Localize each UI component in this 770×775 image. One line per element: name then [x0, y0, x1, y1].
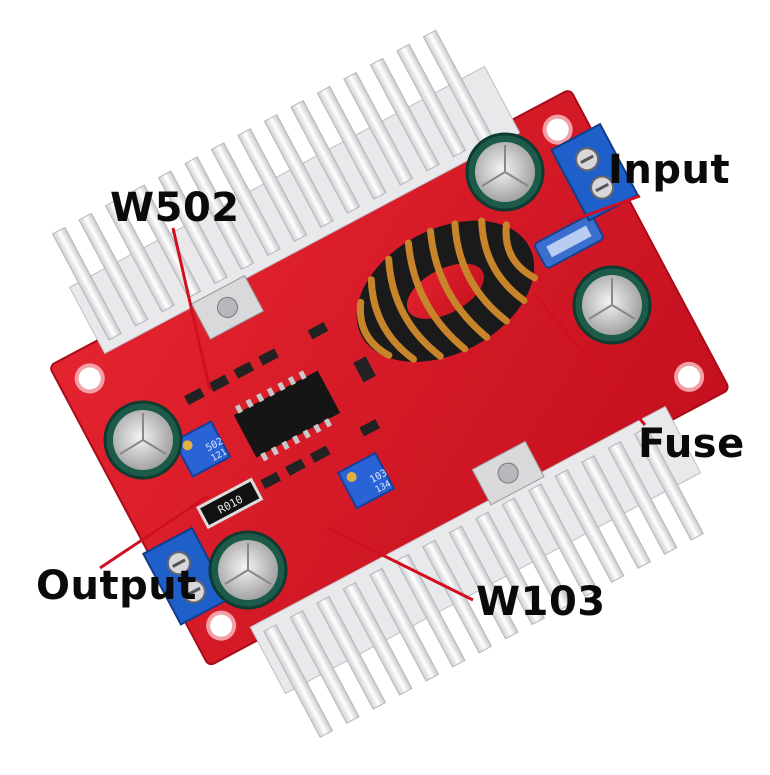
input-leader — [567, 194, 641, 224]
output-leader — [99, 494, 209, 570]
w502-leader — [171, 227, 212, 391]
input-terminal — [550, 122, 639, 222]
bottom-heatsink — [249, 405, 705, 738]
capacitor-output-left — [103, 400, 183, 480]
capacitor-input-bottom — [572, 265, 652, 345]
callout-lines — [99, 194, 647, 602]
callout-w502: W502 — [110, 185, 240, 231]
sense-resistor: R010 — [196, 477, 264, 530]
capacitor-output-bottom — [208, 530, 288, 610]
callout-output: Output — [36, 563, 197, 609]
callout-input: Input — [608, 147, 731, 193]
callout-fuse: Fuse — [638, 421, 745, 467]
toroid-inductor — [356, 217, 539, 363]
trimpot-w502: 502 121 — [172, 420, 232, 478]
w103-leader — [327, 526, 474, 602]
callout-w103: W103 — [476, 579, 606, 625]
capacitor-input-top — [465, 132, 545, 212]
fuse — [534, 214, 604, 269]
fuse-leader — [533, 294, 647, 426]
output-terminal — [141, 526, 231, 626]
trimpot-w103: 103 134 — [336, 451, 396, 510]
